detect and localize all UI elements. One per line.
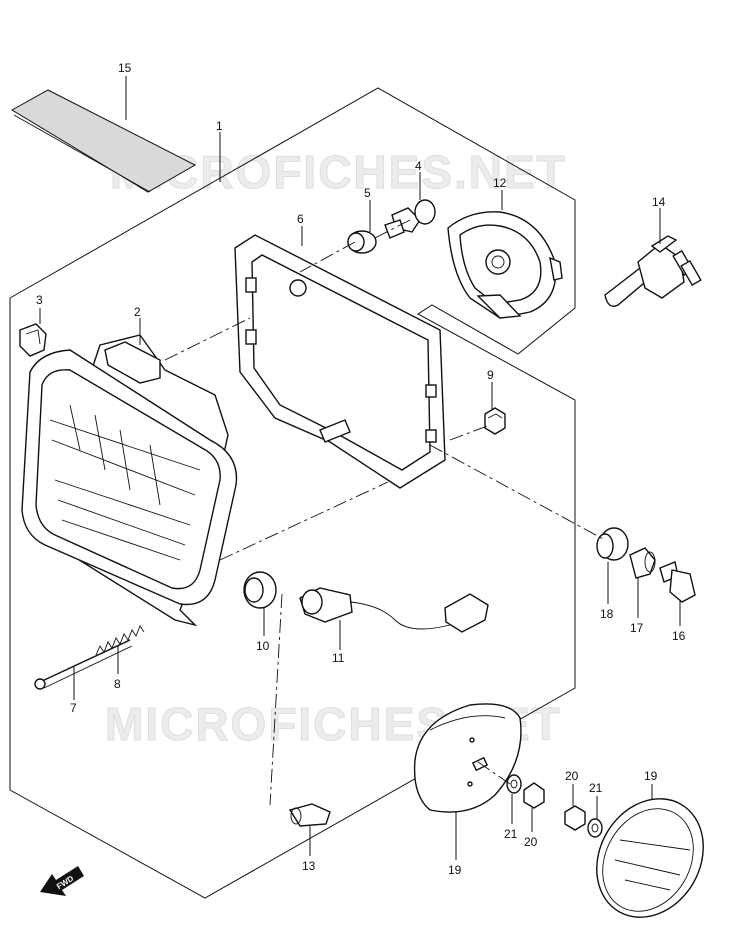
callout-12: 12 <box>493 176 507 190</box>
callout-6: 6 <box>297 212 304 226</box>
callout-17: 17 <box>630 621 644 635</box>
part-20-nut-b <box>564 805 586 831</box>
callout-3: 3 <box>36 293 43 307</box>
assembly-boundary <box>9 87 576 899</box>
part-20-nut-a <box>523 782 545 809</box>
callout-18: 18 <box>600 607 614 621</box>
callout-4: 4 <box>415 159 422 173</box>
callout-21-a: 21 <box>504 827 518 841</box>
callout-8: 8 <box>114 677 121 691</box>
callout-15: 15 <box>118 61 132 75</box>
part-9-nut <box>484 407 506 435</box>
callout-14: 14 <box>652 195 666 209</box>
part-13-small-bulb <box>288 803 331 827</box>
callout-1: 1 <box>216 119 223 133</box>
assembly-lines <box>164 219 606 806</box>
callout-5: 5 <box>364 186 371 200</box>
part-4-screw <box>384 199 436 239</box>
callout-13: 13 <box>302 859 316 873</box>
part-7-adjusting-screw <box>34 639 133 690</box>
callout-20-a: 20 <box>524 835 538 849</box>
part-19-lens-cover <box>596 798 704 918</box>
part-18-grommet <box>596 527 629 561</box>
part-16-bolt <box>659 561 696 603</box>
part-8-spring <box>95 625 145 656</box>
callout-2: 2 <box>134 305 141 319</box>
callout-10: 10 <box>256 639 270 653</box>
part-2-headlamp-unit <box>21 334 238 627</box>
callout-16: 16 <box>672 629 686 643</box>
callout-9: 9 <box>487 368 494 382</box>
part-12-socket-cover <box>447 211 563 319</box>
leader-lines <box>39 76 681 860</box>
part-3-clip-nut <box>19 323 47 357</box>
part-14-bulb <box>604 235 702 307</box>
part-19-rear-cover <box>413 703 522 813</box>
callout-labels: 15 1 2 3 5 4 12 6 14 9 8 7 10 11 18 17 1… <box>36 61 686 877</box>
watermark-top: MICROFICHES.NET <box>110 146 567 198</box>
part-17-collar <box>629 547 656 579</box>
part-10-grommet <box>243 571 277 609</box>
callout-21-b: 21 <box>589 781 603 795</box>
part-11-socket-harness <box>299 587 489 633</box>
callout-7: 7 <box>70 701 77 715</box>
fwd-direction-arrow: FWD <box>40 866 84 896</box>
callout-11: 11 <box>332 651 345 665</box>
part-21-washer-b <box>587 818 603 838</box>
part-15-label-sheet <box>11 89 197 193</box>
part-6-housing-frame <box>234 234 446 489</box>
callout-19-lens: 19 <box>644 769 658 783</box>
part-5-grommet <box>347 230 377 254</box>
part-21-washer-a <box>506 774 522 794</box>
callout-20-b: 20 <box>565 769 579 783</box>
callout-19-rear: 19 <box>448 863 462 877</box>
